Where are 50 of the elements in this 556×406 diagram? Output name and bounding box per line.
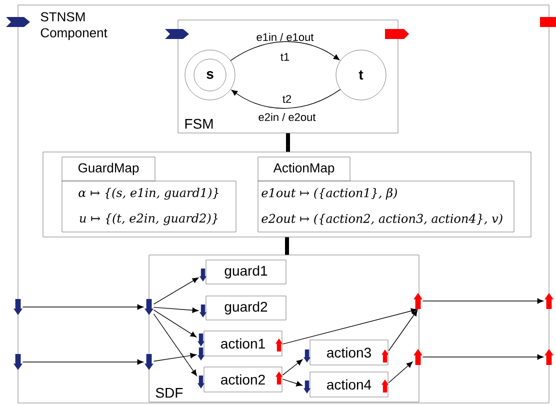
port-symbol [414,293,422,309]
arrow [22,304,144,310]
port-symbol [382,350,388,362]
edge-label: t1 [280,53,290,61]
arrow [282,378,302,386]
port-symbol [200,304,206,318]
arrow [153,306,198,313]
port-symbol [198,334,204,346]
port-symbol [414,349,422,365]
arrow [282,359,303,376]
port-symbol [14,354,22,370]
port-symbol [382,380,388,392]
port-symbol [198,348,204,360]
port-symbol [198,376,204,388]
event-label: e1in / e1out [256,32,314,42]
node-label: ActionMap [273,162,334,176]
actor-box: guard2 [206,296,286,320]
port-symbol [544,293,554,309]
actor-box: action4 [310,372,388,398]
arrow [282,308,418,344]
port-symbol [304,380,310,394]
map-table: ActionMap e1out ↦ ({action1}, β) e2out ↦ ({action2, action3, action4}, v) [258,156,514,232]
actor-box: guard1 [206,260,286,284]
arrow [388,310,418,352]
arrow [231,89,341,109]
arrow [422,354,544,360]
port-symbol [144,299,154,315]
arrow [230,41,340,61]
port-symbol [200,268,206,282]
port-symbol [144,354,154,370]
port-symbol [276,338,282,352]
actor-box: action2 [204,366,282,392]
port-symbol [544,349,554,365]
map-panel [42,152,532,238]
actor-box: action1 [204,330,282,356]
arrow [153,352,196,362]
port-symbol [276,372,282,384]
arrow [422,298,544,304]
port-symbol [14,299,22,315]
arrow [153,310,197,338]
node-label: GuardMap [78,162,139,176]
arrow [153,313,197,376]
edge-label: t2 [282,95,292,103]
event-label: e2in / e2out [258,112,316,122]
arrow [22,359,144,365]
arrow [388,362,413,384]
port-symbol [304,350,310,362]
actor-box: action3 [310,340,388,366]
map-table: GuardMap α ↦ {(s, e1in, guard1)} u ↦ {(t, e2in, guard2)} [62,156,236,232]
arrow [153,277,199,305]
